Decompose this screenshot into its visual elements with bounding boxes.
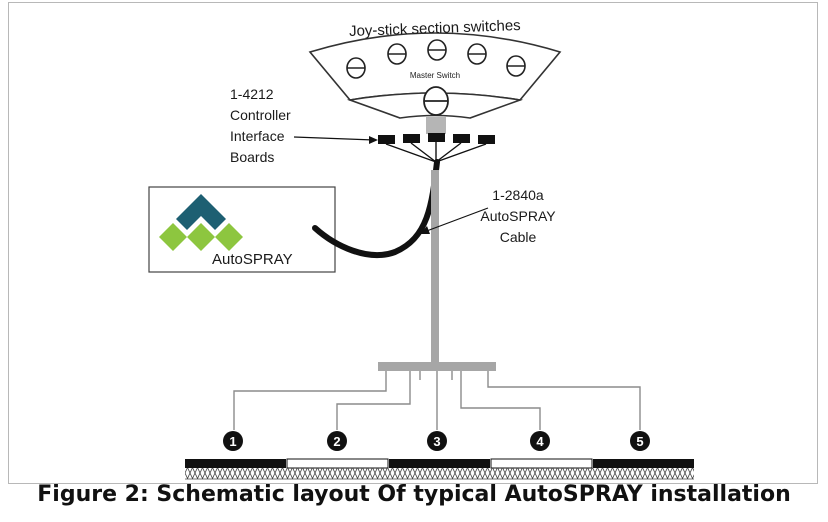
joystick-label: Joy-stick section switches — [349, 17, 521, 40]
controller-label-line-2: Controller — [230, 107, 291, 123]
boom-section-4 — [490, 458, 593, 469]
controller-label-line-1: 1-4212 — [230, 86, 274, 102]
section-number-2: 2 — [333, 434, 340, 449]
section-switch-1-icon — [346, 57, 366, 79]
cable-label-line-2: AutoSPRAY — [480, 208, 556, 224]
section-marker-5: 5 — [630, 431, 650, 451]
controller-label-line-3: Interface — [230, 128, 285, 144]
section-switch-3-icon — [427, 39, 447, 61]
master-switch-icon — [423, 86, 449, 116]
section-marker-3: 3 — [427, 431, 447, 451]
section-wiring — [233, 371, 641, 430]
junction-bar — [378, 362, 496, 371]
master-switch-label: Master Switch — [410, 71, 460, 80]
figure-caption: Figure 2: Schematic layout Of typical Au… — [37, 482, 791, 507]
autospray-logo-icon — [159, 194, 243, 251]
boom-section-1 — [185, 459, 286, 468]
autospray-brand-label: AutoSPRAY — [212, 251, 293, 268]
section-marker-1: 1 — [223, 431, 243, 451]
autospray-cable — [431, 170, 439, 364]
joystick-controller: Joy-stick section switches Master Switch — [308, 17, 562, 119]
cable-arrow-icon — [420, 207, 489, 234]
cable-label-line-3: Cable — [500, 229, 537, 245]
section-switch-2-icon — [387, 43, 407, 65]
boom-section-2 — [286, 458, 389, 469]
controller-arrow-icon — [293, 136, 378, 144]
section-switch-4-icon — [467, 43, 487, 65]
section-switch-5-icon — [506, 55, 526, 77]
controller-interface-boards — [378, 117, 495, 163]
spray-pattern — [185, 468, 694, 479]
controller-label-line-4: Boards — [230, 149, 274, 165]
section-number-3: 3 — [433, 434, 440, 449]
section-number-4: 4 — [536, 434, 544, 449]
boom-section-5 — [593, 459, 694, 468]
section-marker-4: 4 — [530, 431, 550, 451]
section-number-1: 1 — [229, 434, 236, 449]
section-marker-2: 2 — [327, 431, 347, 451]
cable-label-line-1: 1-2840a — [492, 187, 544, 203]
spray-boom — [185, 458, 694, 480]
boom-section-3 — [389, 459, 490, 468]
figure-frame — [8, 2, 818, 484]
autospray-display-box: AutoSPRAY — [148, 186, 336, 273]
section-number-5: 5 — [636, 434, 643, 449]
